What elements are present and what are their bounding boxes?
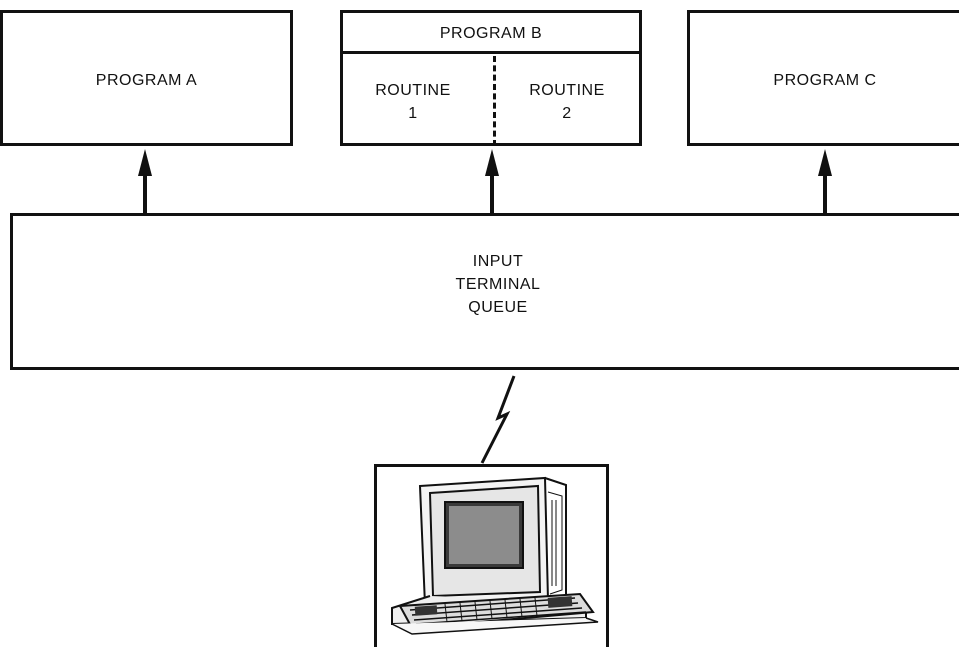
arrow-to-program-a (138, 149, 152, 213)
routine-1-label: ROUTINE 1 (375, 82, 451, 123)
input-terminal-queue-box: INPUT TERMINAL QUEUE (10, 213, 959, 370)
lightning-link-icon (480, 375, 516, 464)
program-b-box: PROGRAM B ROUTINE 1 ROUTINE 2 (340, 10, 642, 146)
program-c-label: PROGRAM C (773, 72, 877, 89)
program-a-label: PROGRAM A (95, 72, 198, 89)
routine-split-dashed-line (493, 56, 496, 146)
program-c-box: PROGRAM C (687, 10, 959, 146)
arrow-to-program-b (485, 149, 499, 213)
queue-label: INPUT TERMINAL QUEUE (455, 253, 541, 317)
program-a-box: PROGRAM A (0, 10, 293, 146)
arrow-to-program-c (818, 149, 832, 213)
program-b-header-divider (343, 51, 639, 54)
program-b-label: PROGRAM B (439, 25, 543, 42)
routine-2-label: ROUTINE 2 (529, 82, 605, 123)
computer-terminal-icon (391, 476, 599, 635)
